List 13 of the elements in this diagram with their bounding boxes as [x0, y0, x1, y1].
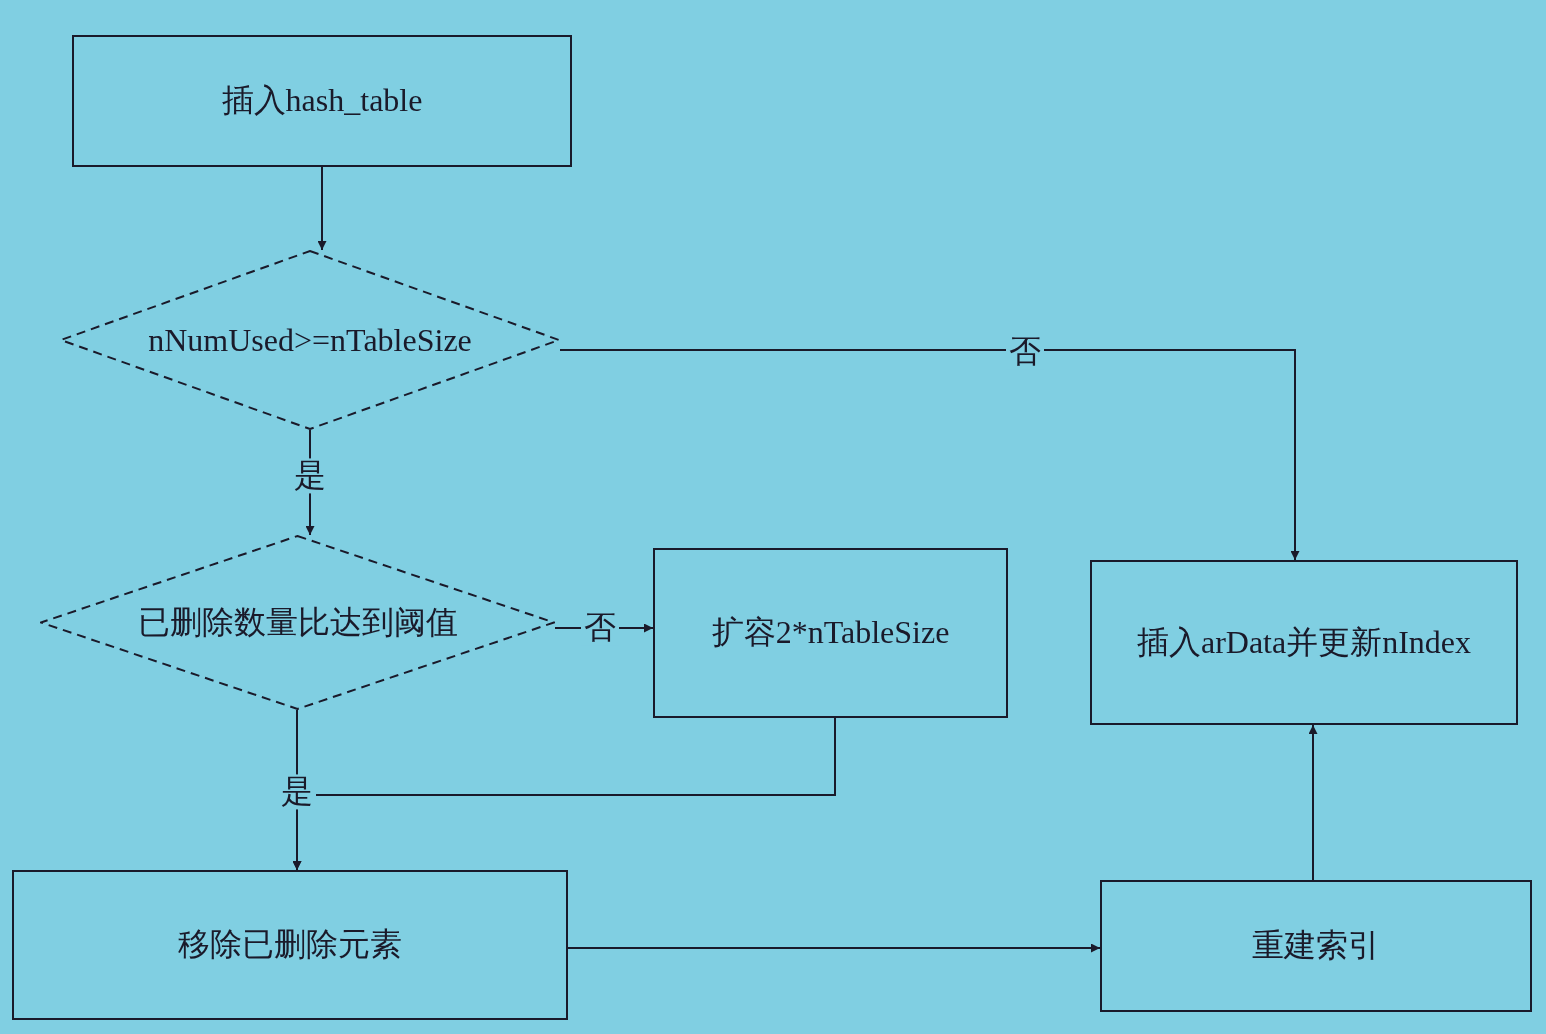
arrow [1308, 724, 1318, 881]
process-box: 重建索引 [1100, 880, 1532, 1012]
decision-diamond: 已删除数量比达到阈值 [40, 535, 555, 710]
arrow [567, 943, 1101, 953]
process-box: 插入arData并更新nIndex [1090, 560, 1518, 725]
arrow [317, 166, 327, 251]
decision-diamond: nNumUsed>=nTableSize [60, 250, 560, 430]
process-box: 移除已删除元素 [12, 870, 568, 1020]
arrow [559, 349, 1300, 561]
process-box: 扩容2*nTableSize [653, 548, 1008, 718]
edge-label: 是 [278, 774, 316, 810]
arrow [292, 717, 836, 871]
process-box: 插入hash_table [72, 35, 572, 167]
